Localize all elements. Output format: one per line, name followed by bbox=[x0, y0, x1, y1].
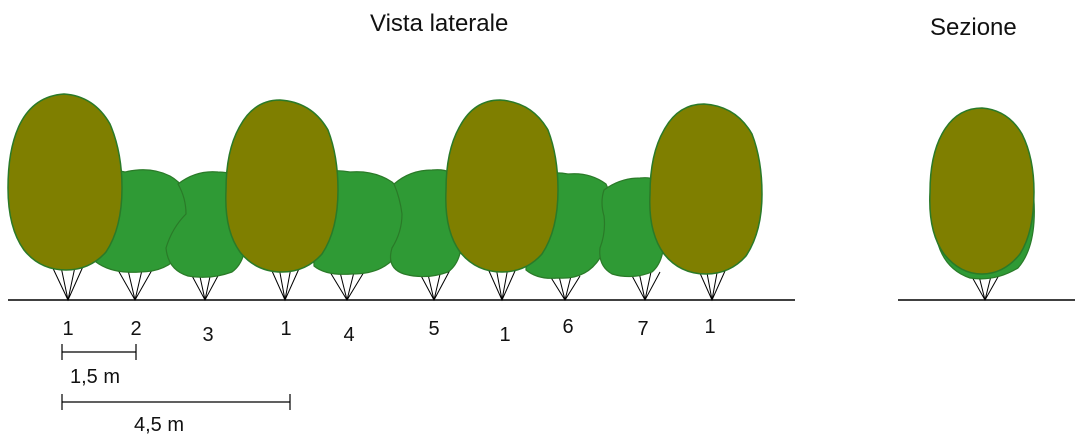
plant-label: 6 bbox=[562, 316, 574, 338]
side-view-title: Vista laterale bbox=[370, 10, 509, 37]
section-olive-tree bbox=[929, 107, 1035, 275]
plant-label: 2 bbox=[130, 318, 142, 340]
plant-label: 5 bbox=[428, 318, 440, 340]
plant-label: 1 bbox=[62, 318, 74, 340]
olive-tree-1a bbox=[7, 93, 123, 271]
dimension-label-short: 1,5 m bbox=[70, 366, 121, 388]
olive-tree-1c bbox=[445, 99, 559, 273]
dimension-lines bbox=[61, 344, 291, 410]
plant-label: 4 bbox=[343, 324, 355, 346]
olive-tree-1b bbox=[225, 99, 339, 273]
section-title: Sezione bbox=[930, 14, 1017, 41]
plant-label: 1 bbox=[704, 316, 716, 338]
plant-label: 3 bbox=[202, 324, 214, 346]
olive-trees bbox=[7, 93, 1035, 275]
plant-label: 1 bbox=[280, 318, 292, 340]
olive-tree-1d bbox=[649, 103, 763, 275]
plant-label: 1 bbox=[499, 324, 511, 346]
dimension-label-long: 4,5 m bbox=[134, 414, 185, 436]
stems bbox=[49, 261, 1004, 302]
shrub-5 bbox=[389, 169, 463, 278]
plant-label: 7 bbox=[637, 318, 649, 340]
shrub-7 bbox=[599, 177, 665, 278]
